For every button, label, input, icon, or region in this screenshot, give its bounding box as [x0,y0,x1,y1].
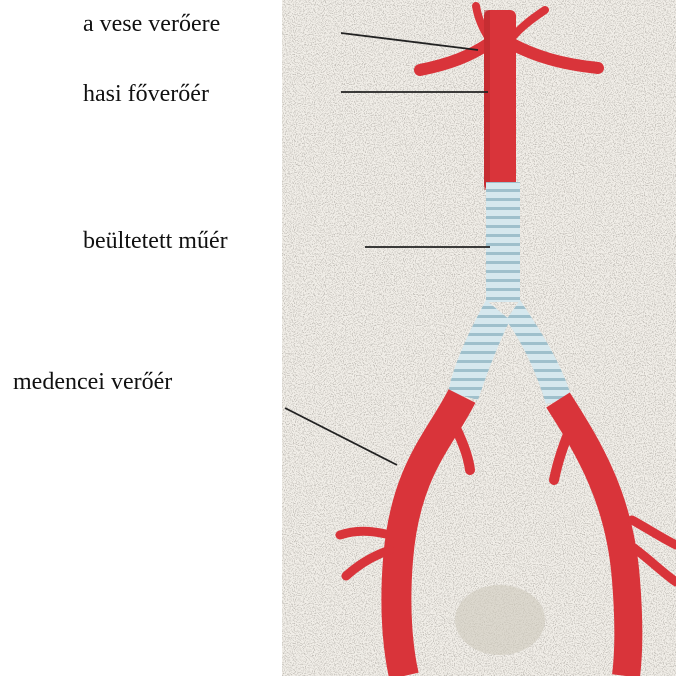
iliac-artery-label: medencei verőér [13,370,172,394]
renal-artery-label: a vese verőere [83,12,220,36]
implanted-graft-label: beültetett műér [83,229,228,253]
abdominal-aorta [484,10,516,190]
abdominal-aorta-label: hasi főverőér [83,82,209,106]
